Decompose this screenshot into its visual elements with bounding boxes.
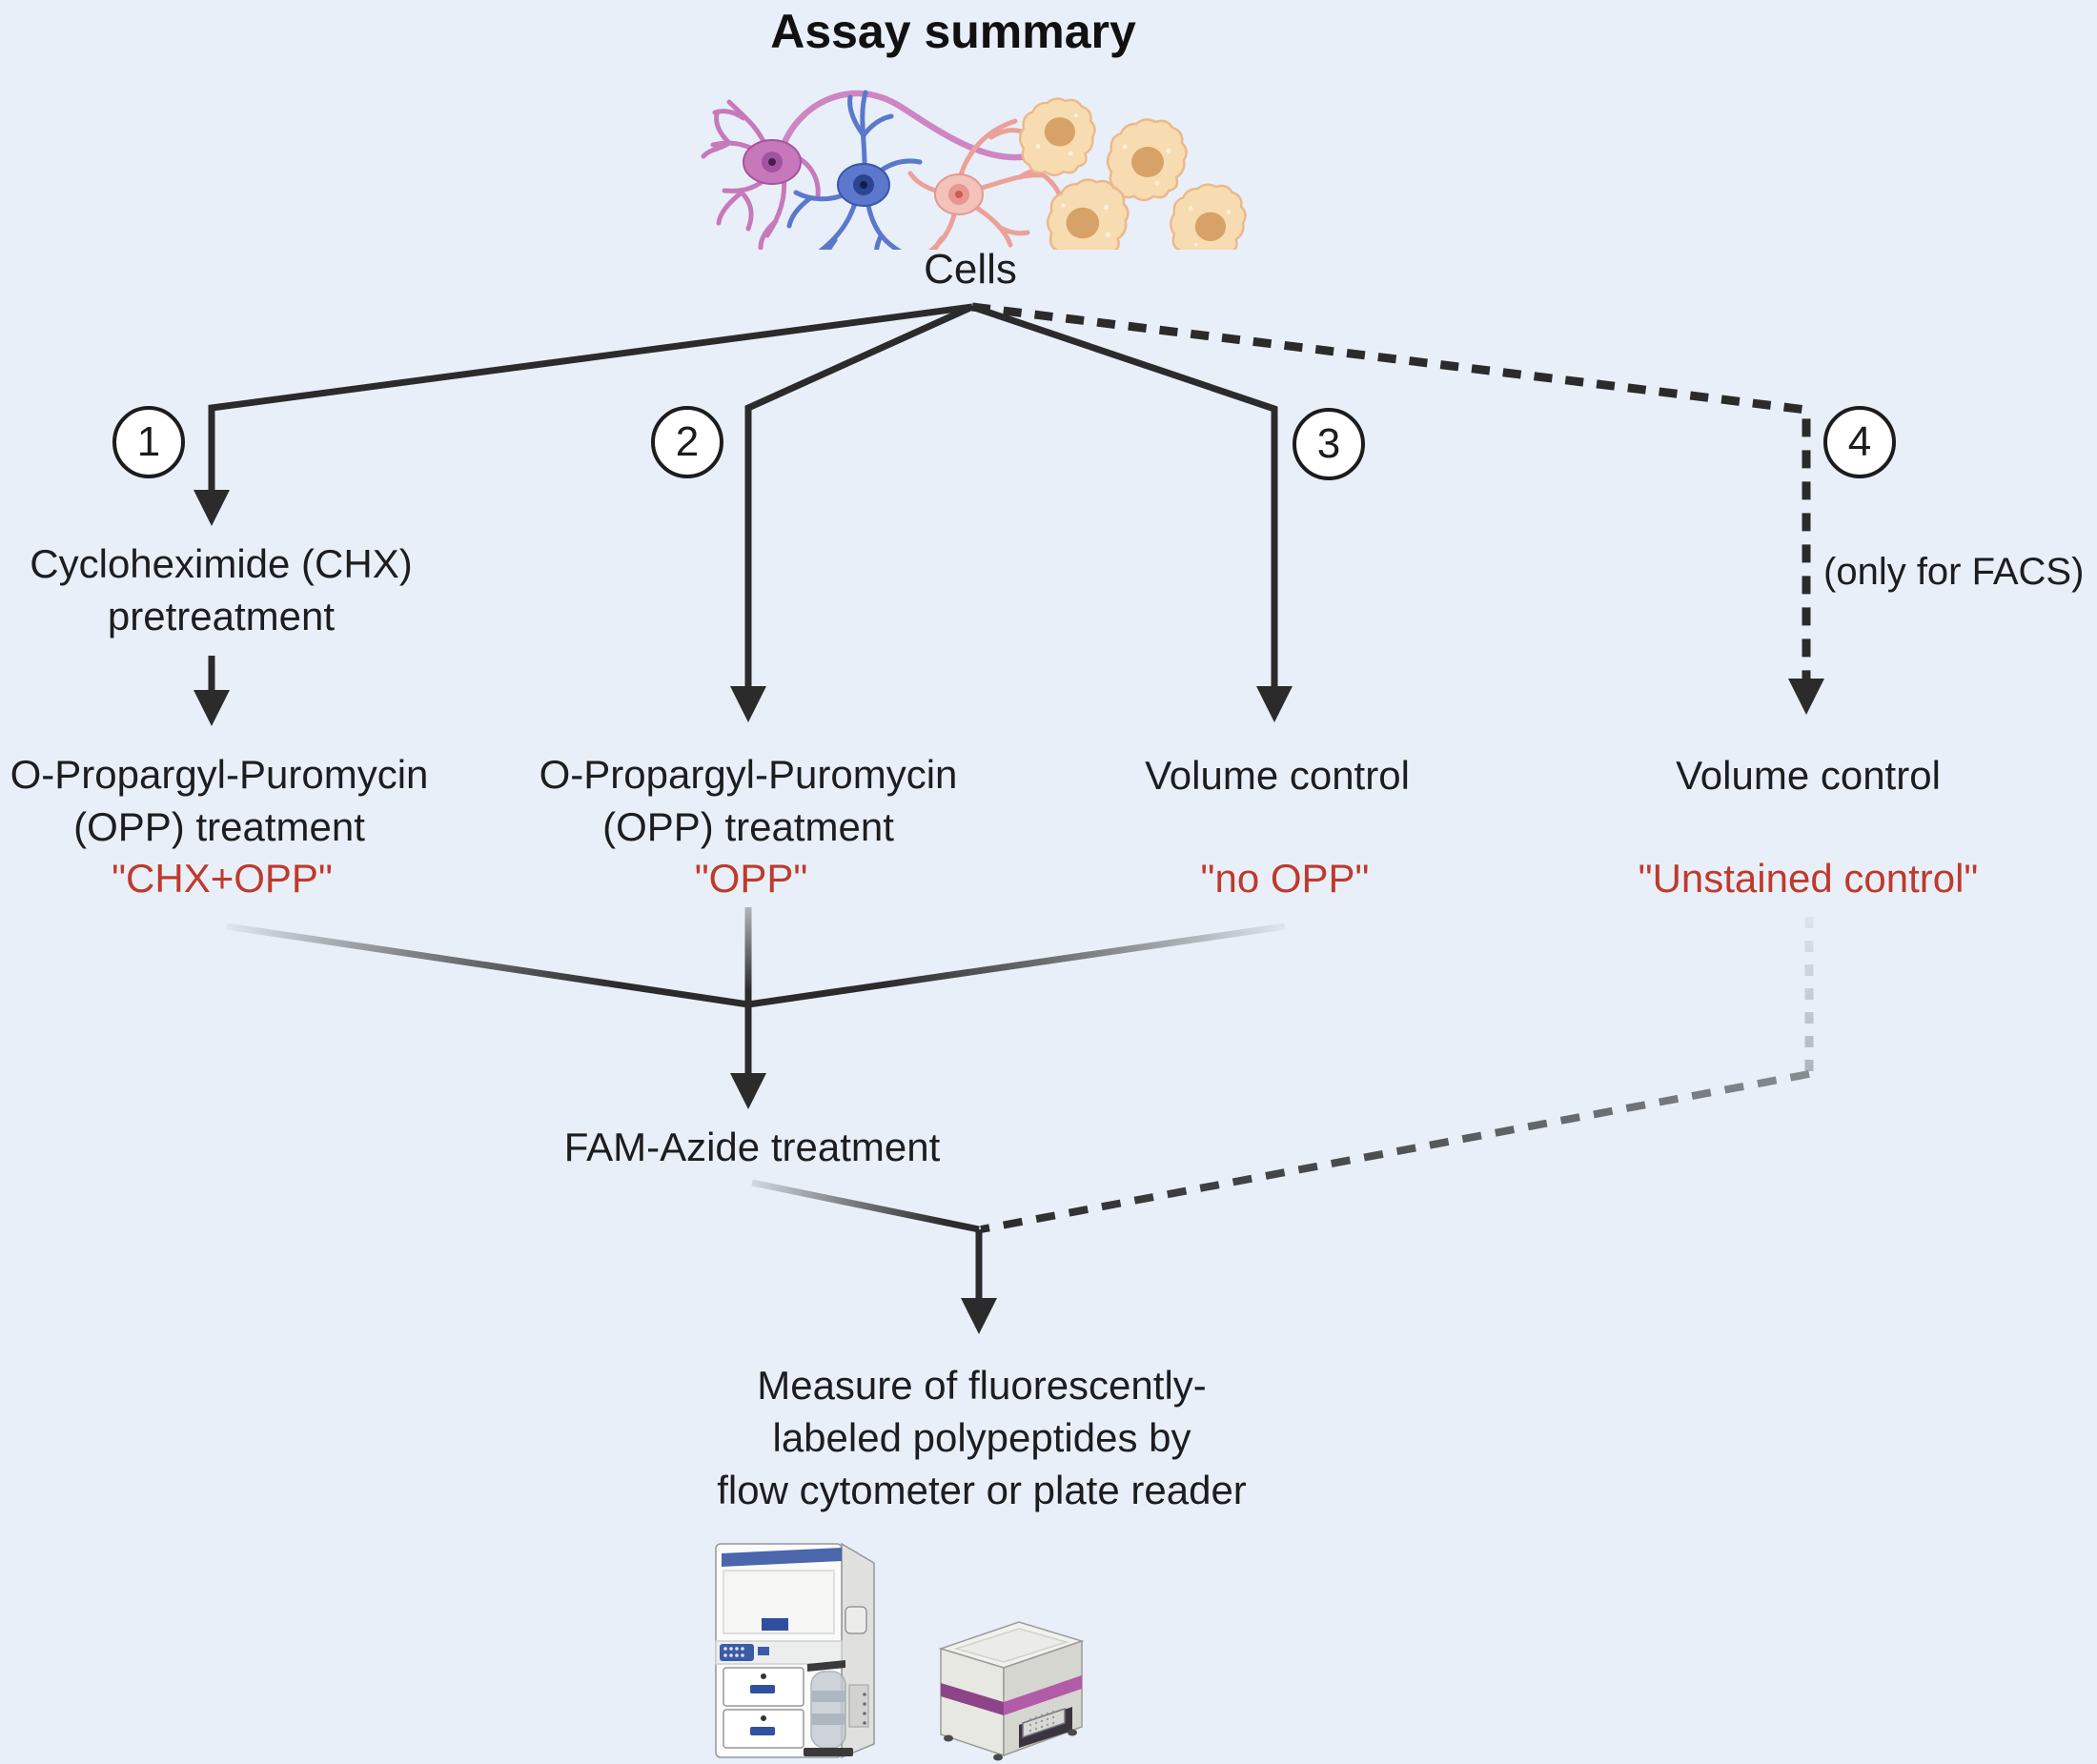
round-cell-icon-4 xyxy=(1169,183,1247,250)
branch-2-treatment-line2: (OPP) treatment xyxy=(602,804,894,849)
measure-step-line3: flow cytometer or plate reader xyxy=(717,1468,1247,1512)
branch-1-treatment-line1: O-Propargyl-Puromycin xyxy=(10,752,429,797)
measure-step-label: Measure of fluorescently- labeled polype… xyxy=(717,1359,1247,1516)
fam-azide-step-label: FAM-Azide treatment xyxy=(563,1125,941,1169)
plate-reader-icon xyxy=(938,1621,1085,1761)
arrowhead-branch-3 xyxy=(1256,686,1293,722)
branch-4-treatment-label: Volume control xyxy=(1676,753,1941,798)
arrowhead-fam xyxy=(730,1073,766,1109)
branch-2-treatment-line1: O-Propargyl-Puromycin xyxy=(539,752,958,797)
arrowheads xyxy=(193,490,1824,1334)
arrowhead-branch-4 xyxy=(1788,679,1824,715)
arrowhead-branch-2 xyxy=(730,686,766,722)
branch-3-number-badge: 3 xyxy=(1293,408,1365,480)
branch-4-condition-label: "Unstained control" xyxy=(1638,856,1979,901)
neuron-salmon-icon xyxy=(907,111,1065,250)
branch-connectors xyxy=(208,303,1278,692)
chx-opp-merge-line xyxy=(226,923,749,1008)
branch-1-treatment-label: O-Propargyl-Puromycin (OPP) treatment xyxy=(10,748,429,853)
arrowhead-measure xyxy=(961,1298,997,1334)
branch-4-number-badge: 4 xyxy=(1823,406,1896,478)
cells-label: Cells xyxy=(924,246,1017,293)
measure-step-line2: labeled polypeptides by xyxy=(772,1415,1191,1460)
no-opp-merge-line xyxy=(747,923,1286,1008)
branch-2-connector xyxy=(744,303,974,688)
arrowhead-branch-1-step xyxy=(193,690,230,726)
facs-only-note: (only for FACS) xyxy=(1823,551,2085,593)
neuron-blue-icon xyxy=(786,90,923,250)
branch-1-pretreatment-label: Cycloheximide (CHX) pretreatment xyxy=(30,537,412,642)
branch-3-treatment-label: Volume control xyxy=(1145,753,1410,798)
branch-1-pretreatment-line2: pretreatment xyxy=(107,594,336,639)
branch-2-condition-label: "OPP" xyxy=(694,856,808,901)
round-cell-icon-2 xyxy=(1106,118,1188,202)
convergence-lines xyxy=(226,907,1814,1300)
branch-4-dashed-connector xyxy=(971,302,1811,680)
branch-1-connector xyxy=(208,303,973,492)
fam-to-measure-line xyxy=(751,1179,980,1233)
round-cell-icon-1 xyxy=(1018,97,1096,177)
cells-illustration xyxy=(701,90,1247,250)
measure-step-line1: Measure of fluorescently- xyxy=(757,1363,1207,1408)
branch-3-connector xyxy=(970,303,1278,688)
branch-1-condition-label: "CHX+OPP" xyxy=(112,856,333,901)
arrowhead-branch-1 xyxy=(193,490,230,526)
branch-2-number-badge: 2 xyxy=(651,406,723,478)
branch-1-number-badge: 1 xyxy=(112,406,185,478)
branch-2-treatment-label: O-Propargyl-Puromycin (OPP) treatment xyxy=(540,748,958,853)
unstained-dashed-diagonal xyxy=(980,1070,1810,1233)
branch-1-pretreatment-line1: Cycloheximide (CHX) xyxy=(30,541,413,586)
branch-1-treatment-line2: (OPP) treatment xyxy=(73,804,365,849)
page-title: Assay summary xyxy=(770,5,1136,58)
round-cell-icon-3 xyxy=(1046,178,1130,250)
branch-3-condition-label: "no OPP" xyxy=(1200,856,1370,901)
flow-cytometer-icon xyxy=(715,1542,875,1759)
